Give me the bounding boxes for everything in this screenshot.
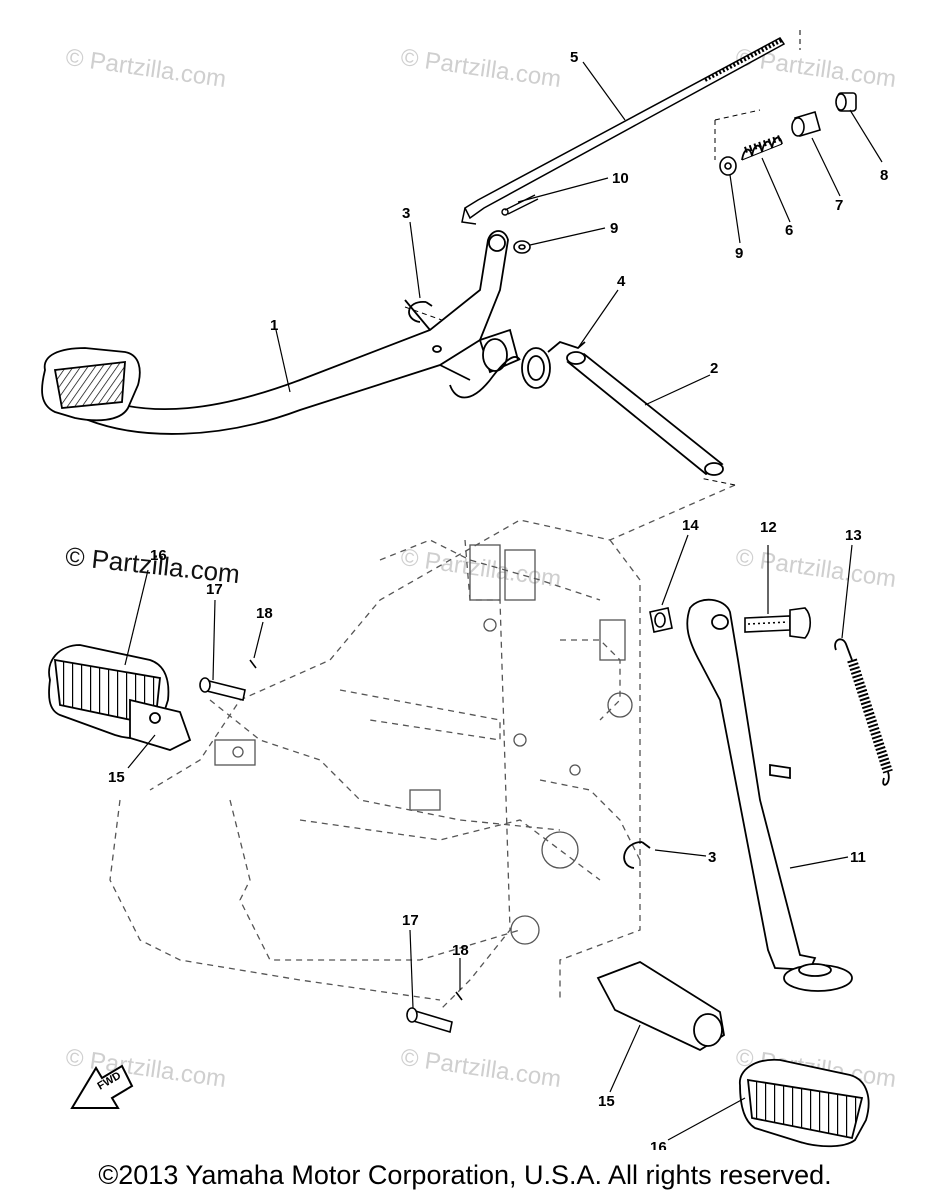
pivot-bolt xyxy=(744,607,812,639)
nut xyxy=(649,607,673,633)
callout-16: 16 xyxy=(150,547,167,564)
callout-12: 12 xyxy=(760,519,777,536)
footrest-left xyxy=(48,644,192,751)
footrest-right xyxy=(739,1058,870,1148)
fwd-arrow-icon: FWD xyxy=(70,1064,134,1109)
side-stand xyxy=(686,598,853,992)
callout-11: 11 xyxy=(850,849,866,866)
callout-numbers: 5 10 9 6 7 8 9 3 4 1 2 14 12 13 16 17 18… xyxy=(108,49,888,1150)
clevis-pin-left xyxy=(199,659,257,701)
callout-9: 9 xyxy=(610,220,618,237)
callout-17: 17 xyxy=(206,581,223,598)
callout-7: 7 xyxy=(835,197,843,214)
exploded-view: FWD xyxy=(41,30,893,1150)
callout-4: 4 xyxy=(617,273,626,290)
adjusting-nut xyxy=(835,92,857,112)
stand-spring xyxy=(834,638,893,786)
clevis-pin-right xyxy=(406,991,463,1034)
frame-details xyxy=(214,544,633,945)
washer xyxy=(513,156,737,254)
callout-3: 3 xyxy=(708,849,716,866)
callout-18: 18 xyxy=(256,605,273,622)
callout-3: 3 xyxy=(402,205,410,222)
footrest-bracket xyxy=(596,960,725,1052)
callout-14: 14 xyxy=(682,517,699,534)
brake-pedal xyxy=(41,230,520,435)
leader-lines xyxy=(124,61,883,1141)
callout-8: 8 xyxy=(880,167,888,184)
callout-1: 1 xyxy=(270,317,278,334)
brake-rod xyxy=(461,37,786,225)
callout-6: 6 xyxy=(785,222,793,239)
callout-15: 15 xyxy=(108,769,125,786)
circlip xyxy=(408,301,433,323)
callout-15: 15 xyxy=(598,1093,615,1110)
callout-16: 16 xyxy=(650,1139,667,1150)
spring xyxy=(741,135,783,161)
copyright-notice: ©2013 Yamaha Motor Corporation, U.S.A. A… xyxy=(98,1160,832,1190)
callout-17: 17 xyxy=(402,912,419,929)
circlip xyxy=(623,841,651,869)
callout-9: 9 xyxy=(735,245,743,262)
callout-13: 13 xyxy=(845,527,862,544)
adjuster-nut xyxy=(791,110,821,138)
pivot-shaft xyxy=(566,351,724,476)
return-spring xyxy=(449,340,586,399)
callout-10: 10 xyxy=(612,170,629,187)
frame-outline xyxy=(109,484,736,1011)
callout-5: 5 xyxy=(570,49,578,66)
cotter-pin xyxy=(501,194,539,216)
callout-2: 2 xyxy=(710,360,718,377)
callout-18: 18 xyxy=(452,942,469,959)
